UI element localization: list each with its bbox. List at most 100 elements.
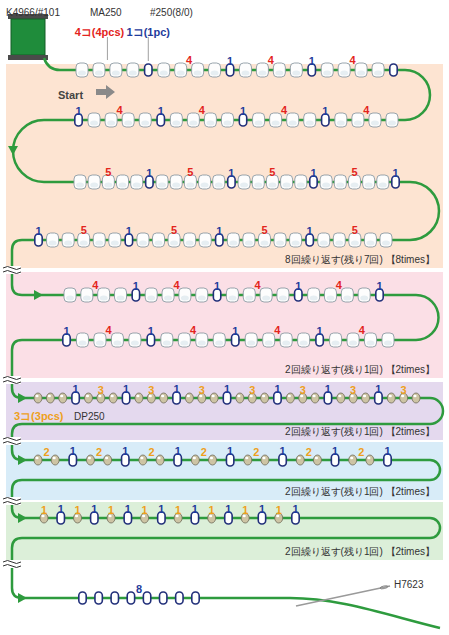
seed-bead bbox=[369, 113, 381, 127]
break-line bbox=[3, 498, 21, 505]
bead-shade bbox=[201, 241, 209, 246]
label-anchor: 1 bbox=[75, 101, 81, 119]
thread-arrow bbox=[18, 513, 27, 523]
label-anchor: 1 bbox=[322, 101, 328, 119]
label-anchor: 1 bbox=[392, 163, 398, 181]
drop-bead bbox=[313, 455, 321, 465]
bead-shine bbox=[105, 457, 108, 459]
bead-shade bbox=[172, 183, 180, 188]
bead-shade bbox=[245, 241, 253, 246]
seed-bead bbox=[209, 63, 221, 77]
bead-shade bbox=[255, 121, 263, 126]
bead-count: 3 bbox=[300, 384, 306, 396]
bead-count: 1 bbox=[175, 504, 181, 516]
break-mark bbox=[3, 376, 21, 384]
bead-shade bbox=[113, 341, 121, 346]
label-anchor: 1 bbox=[70, 441, 76, 459]
bead-shade bbox=[141, 121, 149, 126]
label-anchor: 1 bbox=[125, 499, 131, 517]
bead-shade bbox=[180, 341, 188, 346]
label-anchor: 4 bbox=[186, 50, 192, 68]
bead-count: 1 bbox=[70, 445, 76, 457]
bead-shade bbox=[104, 183, 112, 188]
label-anchor: 4 bbox=[363, 100, 369, 118]
break-gap bbox=[3, 376, 21, 384]
seed-bead bbox=[64, 288, 76, 302]
seed-bead bbox=[204, 113, 216, 127]
label-anchor: 1 bbox=[307, 221, 313, 239]
thread-arrows bbox=[8, 146, 43, 603]
bead-count: 1 bbox=[209, 504, 215, 516]
label-anchor: 1 bbox=[73, 379, 79, 397]
break-line bbox=[3, 438, 21, 445]
bead-count: 1 bbox=[192, 503, 198, 515]
label-anchor: 1 bbox=[175, 441, 181, 459]
label-anchor: 2 bbox=[358, 442, 364, 460]
bead-code: MA250 bbox=[90, 7, 122, 18]
seed-bead bbox=[170, 175, 182, 189]
bead-shine bbox=[140, 457, 143, 459]
bead-shade bbox=[111, 241, 119, 246]
seed-bead bbox=[196, 288, 208, 302]
seed-bead bbox=[358, 288, 370, 302]
break-mark bbox=[3, 437, 21, 445]
bead-shade bbox=[279, 296, 287, 301]
bead-shade bbox=[194, 71, 202, 76]
bead-count: 1 bbox=[259, 503, 265, 515]
bead-count: 3 bbox=[401, 384, 407, 396]
label-anchor: 1 bbox=[309, 51, 315, 69]
bead-count: 1 bbox=[158, 503, 164, 515]
bead-count: 1 bbox=[309, 55, 315, 67]
label-anchor: 1 bbox=[63, 321, 69, 339]
bead-shade bbox=[357, 71, 365, 76]
label-anchor: 4 bbox=[117, 100, 123, 118]
bead-shine bbox=[350, 457, 353, 459]
seed-bead bbox=[156, 175, 168, 189]
bead-count: 3コ(3pcs) bbox=[14, 410, 64, 422]
seed-bead bbox=[253, 113, 265, 127]
bead-count: 4 bbox=[336, 279, 342, 291]
label-anchor: 2 bbox=[44, 442, 50, 460]
drop-bead bbox=[412, 393, 420, 403]
bead-count: 4 bbox=[359, 324, 365, 336]
label-anchor: 5 bbox=[171, 220, 177, 238]
bead-count: 1 bbox=[225, 503, 231, 515]
label-anchor: 1 bbox=[274, 379, 280, 397]
bead-count: 1 bbox=[392, 167, 398, 179]
label-anchor: 1 bbox=[228, 163, 234, 181]
seed-bead bbox=[341, 288, 353, 302]
label-anchor: 1 bbox=[242, 500, 248, 518]
seed-bead bbox=[320, 175, 332, 189]
label-anchor: Start bbox=[58, 85, 83, 103]
seed-bead bbox=[187, 113, 199, 127]
needle-code: H7623 bbox=[394, 579, 423, 590]
seed-bead bbox=[330, 333, 342, 347]
seed-bead bbox=[131, 175, 143, 189]
label-anchor: 1 bbox=[214, 276, 220, 294]
break-gap bbox=[3, 497, 21, 505]
bead-shade bbox=[349, 341, 357, 346]
label-anchor: DP250 bbox=[74, 406, 105, 424]
bead-shade bbox=[90, 121, 98, 126]
bead-count: 1 bbox=[228, 167, 234, 179]
seed-bead bbox=[333, 233, 345, 247]
seed-bead bbox=[352, 113, 364, 127]
bead-count: 8 bbox=[136, 583, 142, 595]
bead-shine bbox=[338, 395, 341, 397]
bead-shine bbox=[60, 395, 63, 397]
bead-count: 4 bbox=[268, 54, 274, 66]
bead-count: 2 bbox=[201, 446, 207, 458]
bead-shade bbox=[215, 183, 223, 188]
bead-shade bbox=[129, 71, 137, 76]
bead-shine bbox=[53, 457, 56, 459]
bead-shade bbox=[119, 183, 127, 188]
bead-count: 1 bbox=[317, 325, 323, 337]
seed-bead bbox=[161, 333, 173, 347]
drop-bead bbox=[296, 455, 304, 465]
bead-shine bbox=[35, 395, 38, 397]
round-bead bbox=[145, 64, 152, 76]
seed-bead bbox=[170, 113, 182, 127]
bead-shade bbox=[189, 121, 197, 126]
label-anchor: 3 bbox=[148, 380, 154, 398]
seed-bead bbox=[318, 233, 330, 247]
